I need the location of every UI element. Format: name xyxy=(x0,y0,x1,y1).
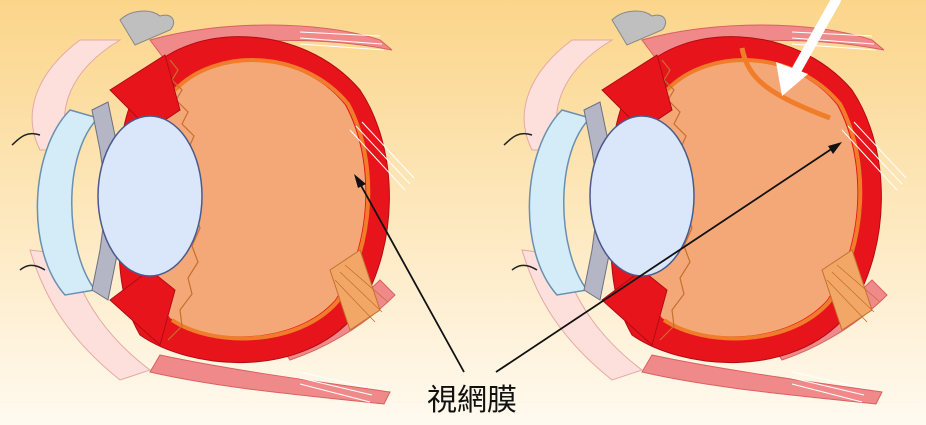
retina-label: 視網膜 xyxy=(427,383,517,418)
